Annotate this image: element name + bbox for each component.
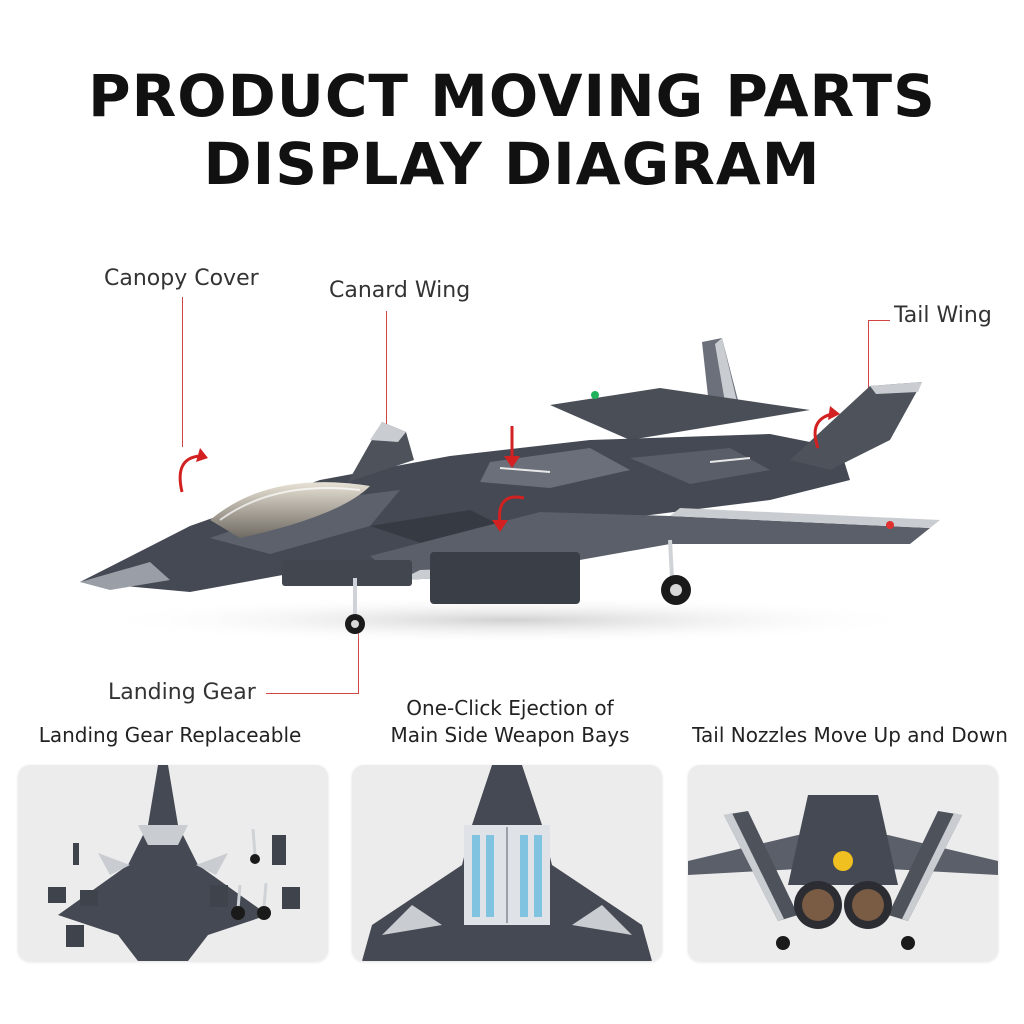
callout-canard-wing: Canard Wing	[329, 278, 471, 303]
callout-canopy-cover: Canopy Cover	[104, 266, 259, 291]
title-line-2: DISPLAY DIAGRAM	[203, 130, 821, 198]
feature-label-line: One-Click Ejection of	[406, 696, 614, 720]
rotate-arrow-icon	[813, 406, 840, 449]
feature-label-line: Tail Nozzles Move Up and Down	[692, 723, 1008, 747]
leader-line-tail-v	[868, 320, 869, 398]
rotate-arrow-icon	[492, 495, 525, 532]
feature-label-line: Main Side Weapon Bays	[390, 723, 630, 747]
leader-line-canard	[386, 311, 387, 463]
leader-line-gear-h	[266, 693, 358, 694]
leader-line-canopy	[182, 297, 183, 447]
panel-landing-gear-parts	[18, 765, 328, 961]
down-arrow-icon	[504, 426, 520, 468]
aircraft-model-image	[70, 330, 950, 650]
feature-label-landing-gear: Landing Gear Replaceable	[20, 722, 320, 749]
leader-line-gear-v	[358, 630, 359, 694]
leader-line-tail-h	[868, 320, 890, 321]
callout-landing-gear: Landing Gear	[108, 680, 256, 705]
panel-weapon-bays	[352, 765, 662, 961]
feature-label-weapon-bays: One-Click Ejection of Main Side Weapon B…	[355, 695, 665, 749]
feature-label-tail-nozzles: Tail Nozzles Move Up and Down	[680, 722, 1020, 749]
panel-tail-nozzles	[688, 765, 998, 961]
rotate-arrow-icon	[178, 448, 208, 493]
title-line-1: PRODUCT MOVING PARTS	[88, 62, 936, 130]
callout-tail-wing: Tail Wing	[894, 303, 992, 328]
feature-label-line: Landing Gear Replaceable	[38, 723, 302, 747]
page-title: PRODUCT MOVING PARTS DISPLAY DIAGRAM	[0, 62, 1024, 198]
